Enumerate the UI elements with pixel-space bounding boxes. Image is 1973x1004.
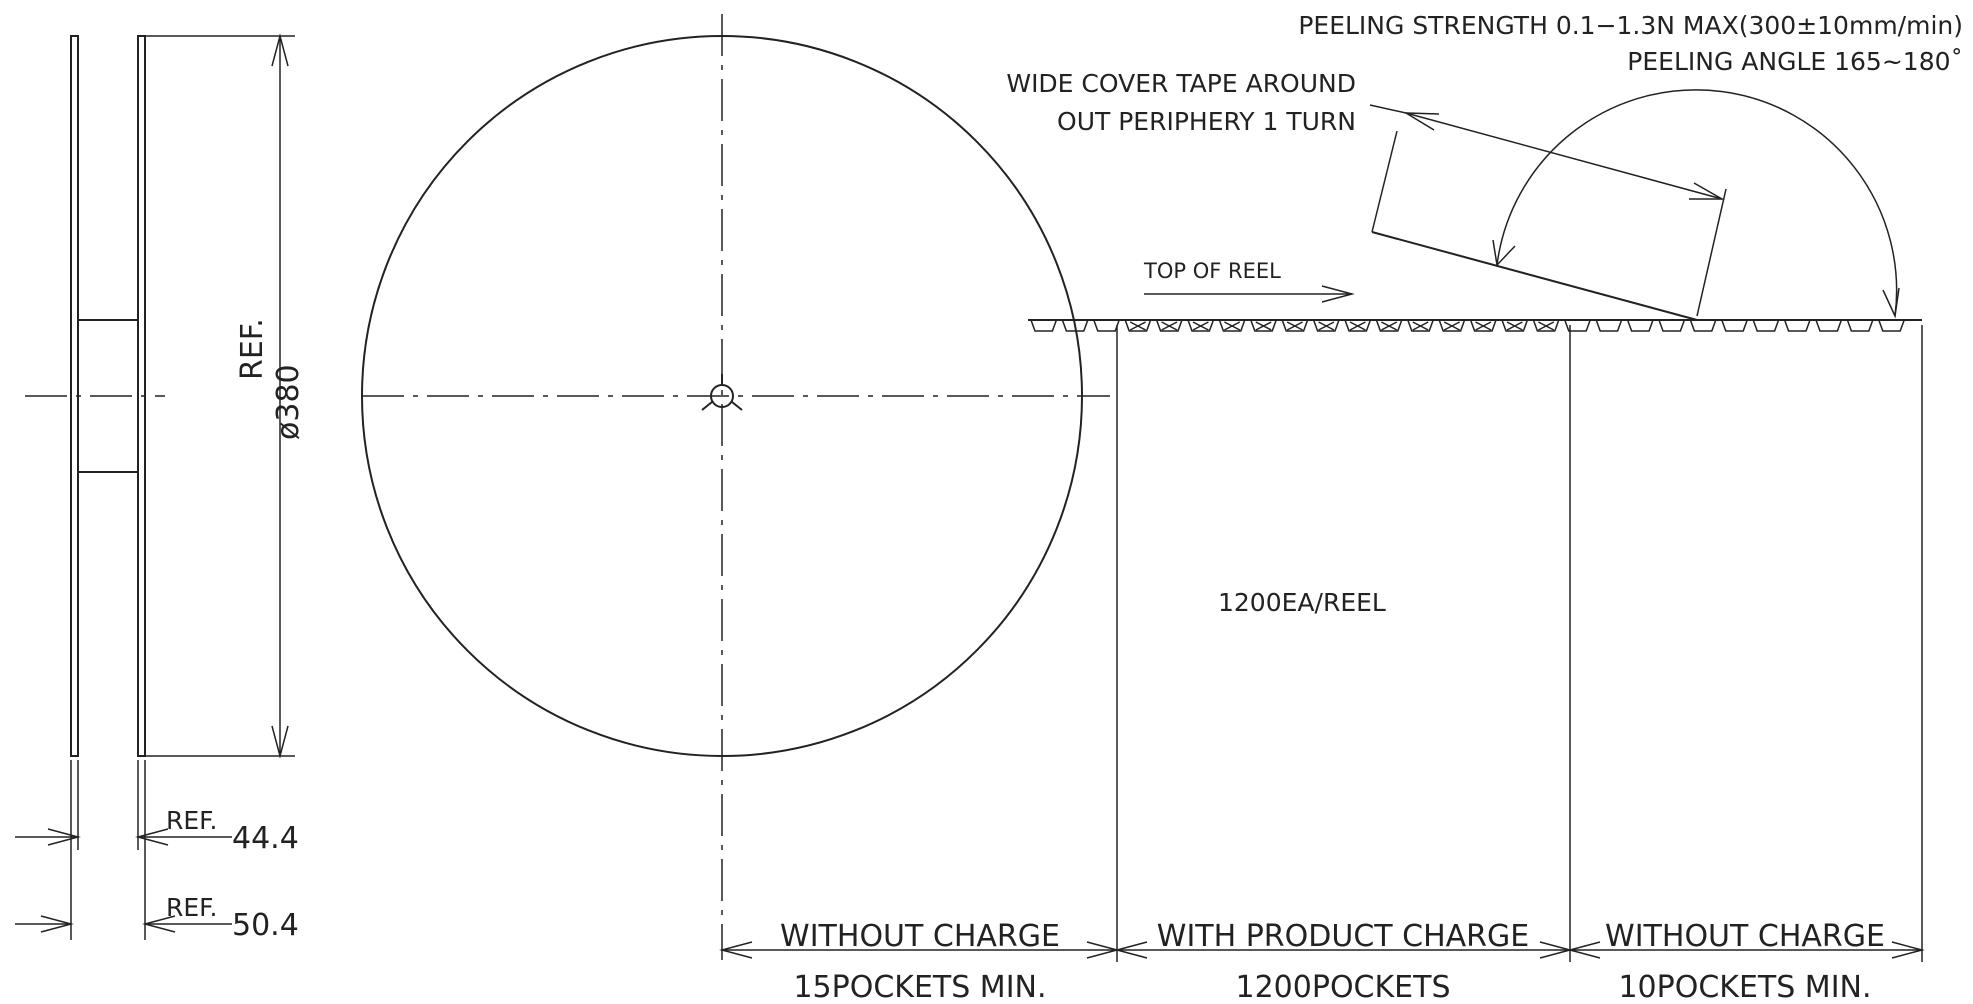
tape-pocket (1218, 319, 1246, 332)
reel-side-view (25, 35, 165, 757)
diameter-ref-label: REF. (235, 318, 270, 380)
tape-pocket (1783, 319, 1811, 332)
tape-pocket (1532, 319, 1560, 332)
tape-pocket (1689, 319, 1717, 332)
section-dimensions: WITHOUT CHARGE 15POCKETS MIN. WITH PRODU… (719, 919, 1925, 1004)
tape-pocket (1375, 319, 1403, 332)
width-1-value: 44.4 (232, 821, 299, 856)
tape-pocket (1564, 319, 1591, 332)
tape-pocket-product (1443, 321, 1460, 331)
cover-tape-arrow-left (1403, 112, 1440, 131)
peeling-strength-note: PEELING STRENGTH 0.1−1.3N MAX(300±10mm/m… (1298, 11, 1963, 40)
peeling-angle-note: PEELING ANGLE 165~180˚ (1627, 47, 1963, 76)
section-2-arrow-left (1114, 941, 1148, 959)
diameter-arrow-bottom (271, 725, 289, 759)
tape-pocket (1469, 319, 1497, 332)
width-2-value: 50.4 (232, 908, 299, 943)
cover-tape-note-line-2: OUT PERIPHERY 1 TURN (1057, 107, 1356, 136)
peeling-angle-arrow-left (1492, 239, 1516, 267)
diameter-value: ø380 (271, 364, 306, 440)
cover-tape-dimension (1405, 112, 1723, 200)
cover-tape-extension-left (1371, 130, 1398, 233)
tape-pocket-product (1538, 321, 1555, 331)
cover-tape-arrow-right (1689, 182, 1725, 200)
cover-tape-note-line-1: WIDE COVER TAPE AROUND (1006, 69, 1356, 98)
tape-pocket (1250, 319, 1277, 332)
tape-pocket-product (1129, 321, 1146, 331)
tape-pocket-product (1286, 321, 1303, 331)
tape-pocket (1344, 319, 1372, 332)
section-3-count: 10POCKETS MIN. (1618, 970, 1871, 1004)
carrier-tape (1028, 319, 1922, 332)
section-1-title: WITHOUT CHARGE (780, 919, 1060, 954)
hub-key-right (731, 401, 743, 411)
width-2-arrow-left (40, 915, 74, 933)
tape-pocket (1595, 319, 1623, 332)
section-3-arrow-right (1891, 941, 1925, 959)
tape-pocket (1155, 319, 1183, 332)
cover-tape-extension-right (1696, 188, 1727, 317)
width-1-arrow-right (135, 828, 169, 846)
width-2-arrow-right (142, 915, 176, 933)
annotations: PEELING STRENGTH 0.1−1.3N MAX(300±10mm/m… (1006, 11, 1963, 617)
tape-pocket (1658, 319, 1686, 332)
tape-pockets (1030, 319, 1905, 332)
tape-pocket-product (1161, 321, 1178, 331)
reel-hub-symbol (701, 374, 743, 411)
section-1-arrow-left (719, 941, 753, 959)
top-of-reel-label: TOP OF REEL (1143, 259, 1281, 283)
cover-tape (1369, 104, 1727, 321)
reel-quantity-label: 1200EA/REEL (1218, 588, 1386, 617)
tape-pocket-product (1349, 321, 1366, 331)
width-1-ref-label: REF. (166, 806, 217, 835)
tape-pocket (1187, 319, 1215, 332)
reel-front-view (361, 14, 1110, 960)
tape-pocket (1281, 319, 1309, 332)
peeling-angle (1492, 89, 1900, 319)
tape-pocket-product (1506, 321, 1523, 331)
tape-pocket-product (1255, 321, 1272, 331)
tape-pocket (1438, 319, 1466, 332)
tape-pocket (1626, 319, 1654, 332)
section-2-title: WITH PRODUCT CHARGE (1157, 919, 1529, 954)
top-of-reel-indicator: TOP OF REEL (1143, 259, 1355, 303)
width-2-ref-label: REF. (166, 893, 217, 922)
peeling-angle-arrow-right (1882, 287, 1900, 319)
tape-pocket (1312, 319, 1340, 332)
width-1-arrow-left (47, 828, 81, 846)
diameter-arrow-top (271, 33, 289, 67)
tape-pocket-product (1224, 321, 1241, 331)
tape-pocket-product (1381, 321, 1398, 331)
section-1-count: 15POCKETS MIN. (793, 970, 1046, 1004)
tape-pocket-product (1412, 321, 1429, 331)
tape-pocket (1815, 319, 1843, 332)
tape-pocket (1407, 319, 1434, 332)
cover-tape-leader (1369, 104, 1407, 114)
diameter-dimension: REF. ø380 (145, 33, 306, 759)
tape-pocket (1501, 319, 1529, 332)
section-3-arrow-left (1567, 941, 1601, 959)
top-of-reel-arrow-head (1321, 285, 1355, 303)
tape-pocket-product (1192, 321, 1209, 331)
section-2-count: 1200POCKETS (1236, 970, 1451, 1004)
cover-tape-line (1371, 231, 1698, 321)
tape-pocket (1846, 319, 1874, 332)
tape-pocket (1030, 319, 1058, 332)
tape-pocket (1124, 319, 1152, 332)
tape-pocket (1721, 319, 1748, 332)
peeling-angle-arc (1496, 89, 1898, 317)
tape-pocket (1093, 319, 1120, 332)
tape-pocket-product (1318, 321, 1335, 331)
tape-pocket (1878, 319, 1905, 332)
section-3-title: WITHOUT CHARGE (1605, 919, 1885, 954)
section-boundaries (1116, 325, 1923, 962)
hub-key-left (701, 401, 713, 411)
tape-pocket (1752, 319, 1780, 332)
tape-pocket (1061, 319, 1089, 332)
width-dimensions: REF. 44.4 REF. 50.4 (15, 760, 299, 943)
tape-pocket-product (1475, 321, 1492, 331)
